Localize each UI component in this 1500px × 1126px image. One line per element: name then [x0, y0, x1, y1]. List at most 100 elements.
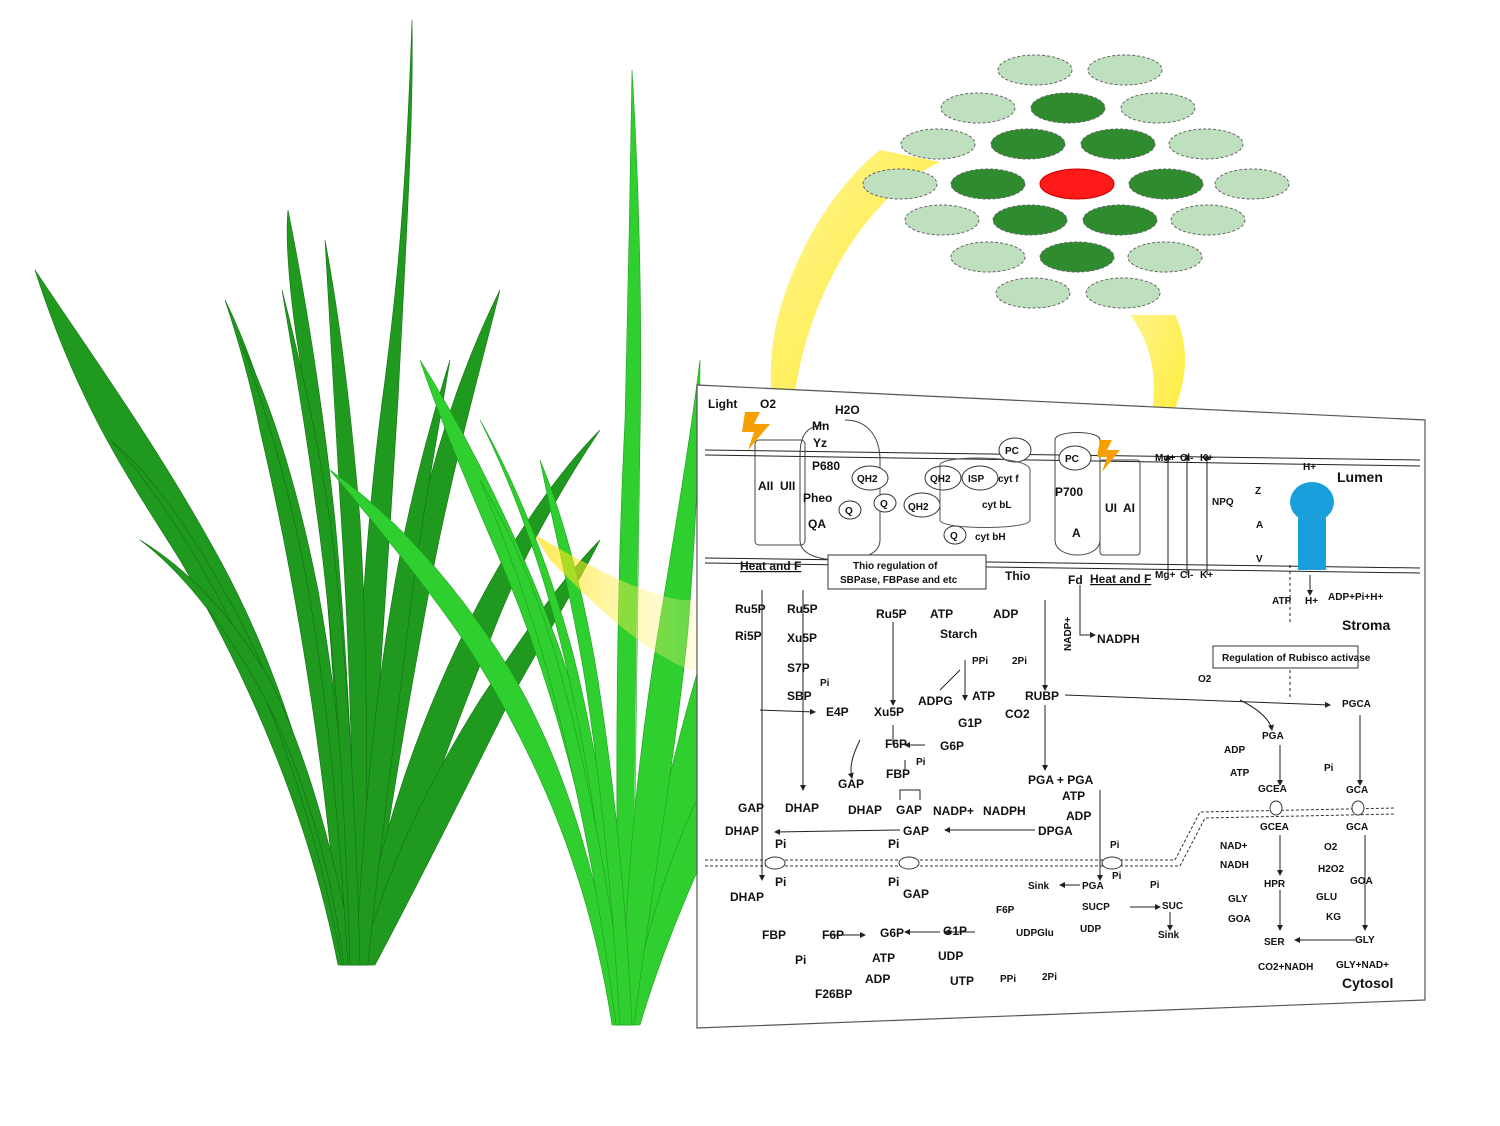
label-h2o: H2O — [835, 403, 860, 417]
label-co2-nadh: CO2+NADH — [1258, 962, 1313, 973]
label-thio-box-2: SBPase, FBPase and etc — [840, 575, 958, 586]
label-gly-1: GLY — [1228, 894, 1248, 905]
label-e4p: E4P — [826, 705, 849, 719]
label-co2: CO2 — [1005, 707, 1030, 721]
label-gap-main: GAP — [903, 824, 929, 838]
label-h-top: H+ — [1303, 462, 1316, 473]
label-adp-pi-h: ADP+Pi+H+ — [1328, 592, 1383, 603]
label-goa-2: GOA — [1228, 914, 1251, 925]
label-k-top: K+ — [1200, 453, 1213, 464]
label-goa-1: GOA — [1350, 876, 1373, 887]
label-qh2-2: QH2 — [930, 474, 951, 485]
label-rubisco-box: Regulation of Rubisco activase — [1222, 653, 1371, 664]
label-gap-3: GAP — [896, 803, 922, 817]
label-pga-plus-pga: PGA + PGA — [1028, 773, 1094, 787]
label-atp-f26: ATP — [872, 951, 895, 965]
label-pi-s7p: Pi — [820, 678, 830, 689]
label-atp-adpg: ATP — [972, 689, 995, 703]
label-qh2-3: QH2 — [908, 502, 929, 513]
label-z: Z — [1255, 486, 1261, 497]
label-uii: UII — [780, 479, 795, 493]
label-light: Light — [708, 397, 737, 411]
label-gap-cyt: GAP — [903, 887, 929, 901]
label-pi-pr: Pi — [1324, 763, 1334, 774]
label-adpg: ADPG — [918, 694, 953, 708]
label-gap-1: GAP — [838, 777, 864, 791]
label-qh2-1: QH2 — [857, 474, 878, 485]
label-q-1: Q — [880, 499, 888, 510]
label-a-xanth: A — [1256, 520, 1263, 531]
label-fbp-cyt: FBP — [762, 928, 786, 942]
label-gcea-1: GCEA — [1258, 784, 1287, 795]
label-pgca: PGCA — [1342, 699, 1371, 710]
label-xu5p-1: Xu5P — [787, 631, 817, 645]
label-nadph-2: NADPH — [983, 804, 1026, 818]
label-pi-fbp: Pi — [916, 757, 926, 768]
label-q-3: Q — [950, 531, 958, 542]
label-glu: GLU — [1316, 892, 1337, 903]
label-nadp-vertical: NADP+ — [1063, 617, 1074, 651]
label-fd: Fd — [1068, 573, 1083, 587]
label-gap-2: GAP — [738, 801, 764, 815]
label-aii: AII — [758, 479, 773, 493]
label-f26bp: F26BP — [815, 987, 852, 1001]
lightning-icon — [1097, 440, 1120, 472]
label-adp-f26: ADP — [865, 972, 890, 986]
label-ppi: PPi — [972, 656, 988, 667]
label-hpr: HPR — [1264, 879, 1286, 890]
label-npq: NPQ — [1212, 497, 1234, 508]
label-yz: Yz — [813, 436, 827, 450]
label-cytosol: Cytosol — [1342, 975, 1393, 991]
leaf-cell-grid — [862, 54, 1290, 309]
diagram-labels: Light O2 H2O Mn Yz P680 Pheo QA AII UII … — [708, 397, 1393, 1001]
label-ser: SER — [1264, 937, 1285, 948]
label-udp-cyt: UDP — [938, 949, 963, 963]
lightning-icon — [742, 412, 770, 450]
label-pga-cyt: PGA — [1082, 881, 1104, 892]
beam-to-psi — [1118, 315, 1185, 480]
label-dhap-2: DHAP — [848, 803, 882, 817]
label-gly-2: GLY — [1355, 935, 1375, 946]
label-k-bot: K+ — [1200, 570, 1213, 581]
label-h2o2: H2O2 — [1318, 864, 1345, 875]
label-heat-f-1: Heat and F — [740, 559, 801, 573]
label-sucp: SUCP — [1082, 902, 1110, 913]
label-qa: QA — [808, 517, 826, 531]
label-gcea-2: GCEA — [1260, 822, 1289, 833]
label-pc-2: PC — [1065, 454, 1079, 465]
label-pheo: Pheo — [803, 491, 832, 505]
label-ru5p-3: Ru5P — [876, 607, 907, 621]
label-ru5p-1: Ru5P — [735, 602, 766, 616]
label-ri5p: Ri5P — [735, 629, 762, 643]
label-pi-c3: Pi — [888, 837, 899, 851]
label-h-synth: H+ — [1305, 596, 1318, 607]
label-nad: NAD+ — [1220, 841, 1248, 852]
label-g6p: G6P — [940, 739, 964, 753]
label-fbp: FBP — [886, 767, 910, 781]
label-g1p: G1P — [958, 716, 982, 730]
label-adp-starch: ADP — [993, 607, 1018, 621]
label-ui: UI — [1105, 501, 1117, 515]
label-p680: P680 — [812, 459, 840, 473]
label-thio: Thio — [1005, 569, 1030, 583]
label-dhap-1: DHAP — [785, 801, 819, 815]
label-dhap-cyt: DHAP — [730, 890, 764, 904]
label-f6p-suc: F6P — [996, 905, 1015, 916]
label-udpglu: UDPGlu — [1016, 928, 1054, 939]
label-utp: UTP — [950, 974, 974, 988]
label-nadph: NADPH — [1097, 632, 1140, 646]
label-suc: SUC — [1162, 901, 1183, 912]
label-g6p-cyt: G6P — [880, 926, 904, 940]
label-mg-top: Mg+ — [1155, 453, 1175, 464]
label-a-ps1: A — [1072, 526, 1081, 540]
beam-to-plant — [535, 535, 705, 670]
label-udp-suc: UDP — [1080, 924, 1101, 935]
label-thio-box-1: Thio regulation of — [853, 561, 938, 572]
label-o2-per: O2 — [1324, 842, 1338, 853]
label-gca-1: GCA — [1346, 785, 1368, 796]
label-g1p-cyt: G1P — [943, 924, 967, 938]
label-v: V — [1256, 554, 1263, 565]
diagram-panel — [696, 384, 1426, 1029]
label-pi-f26: Pi — [795, 953, 806, 967]
